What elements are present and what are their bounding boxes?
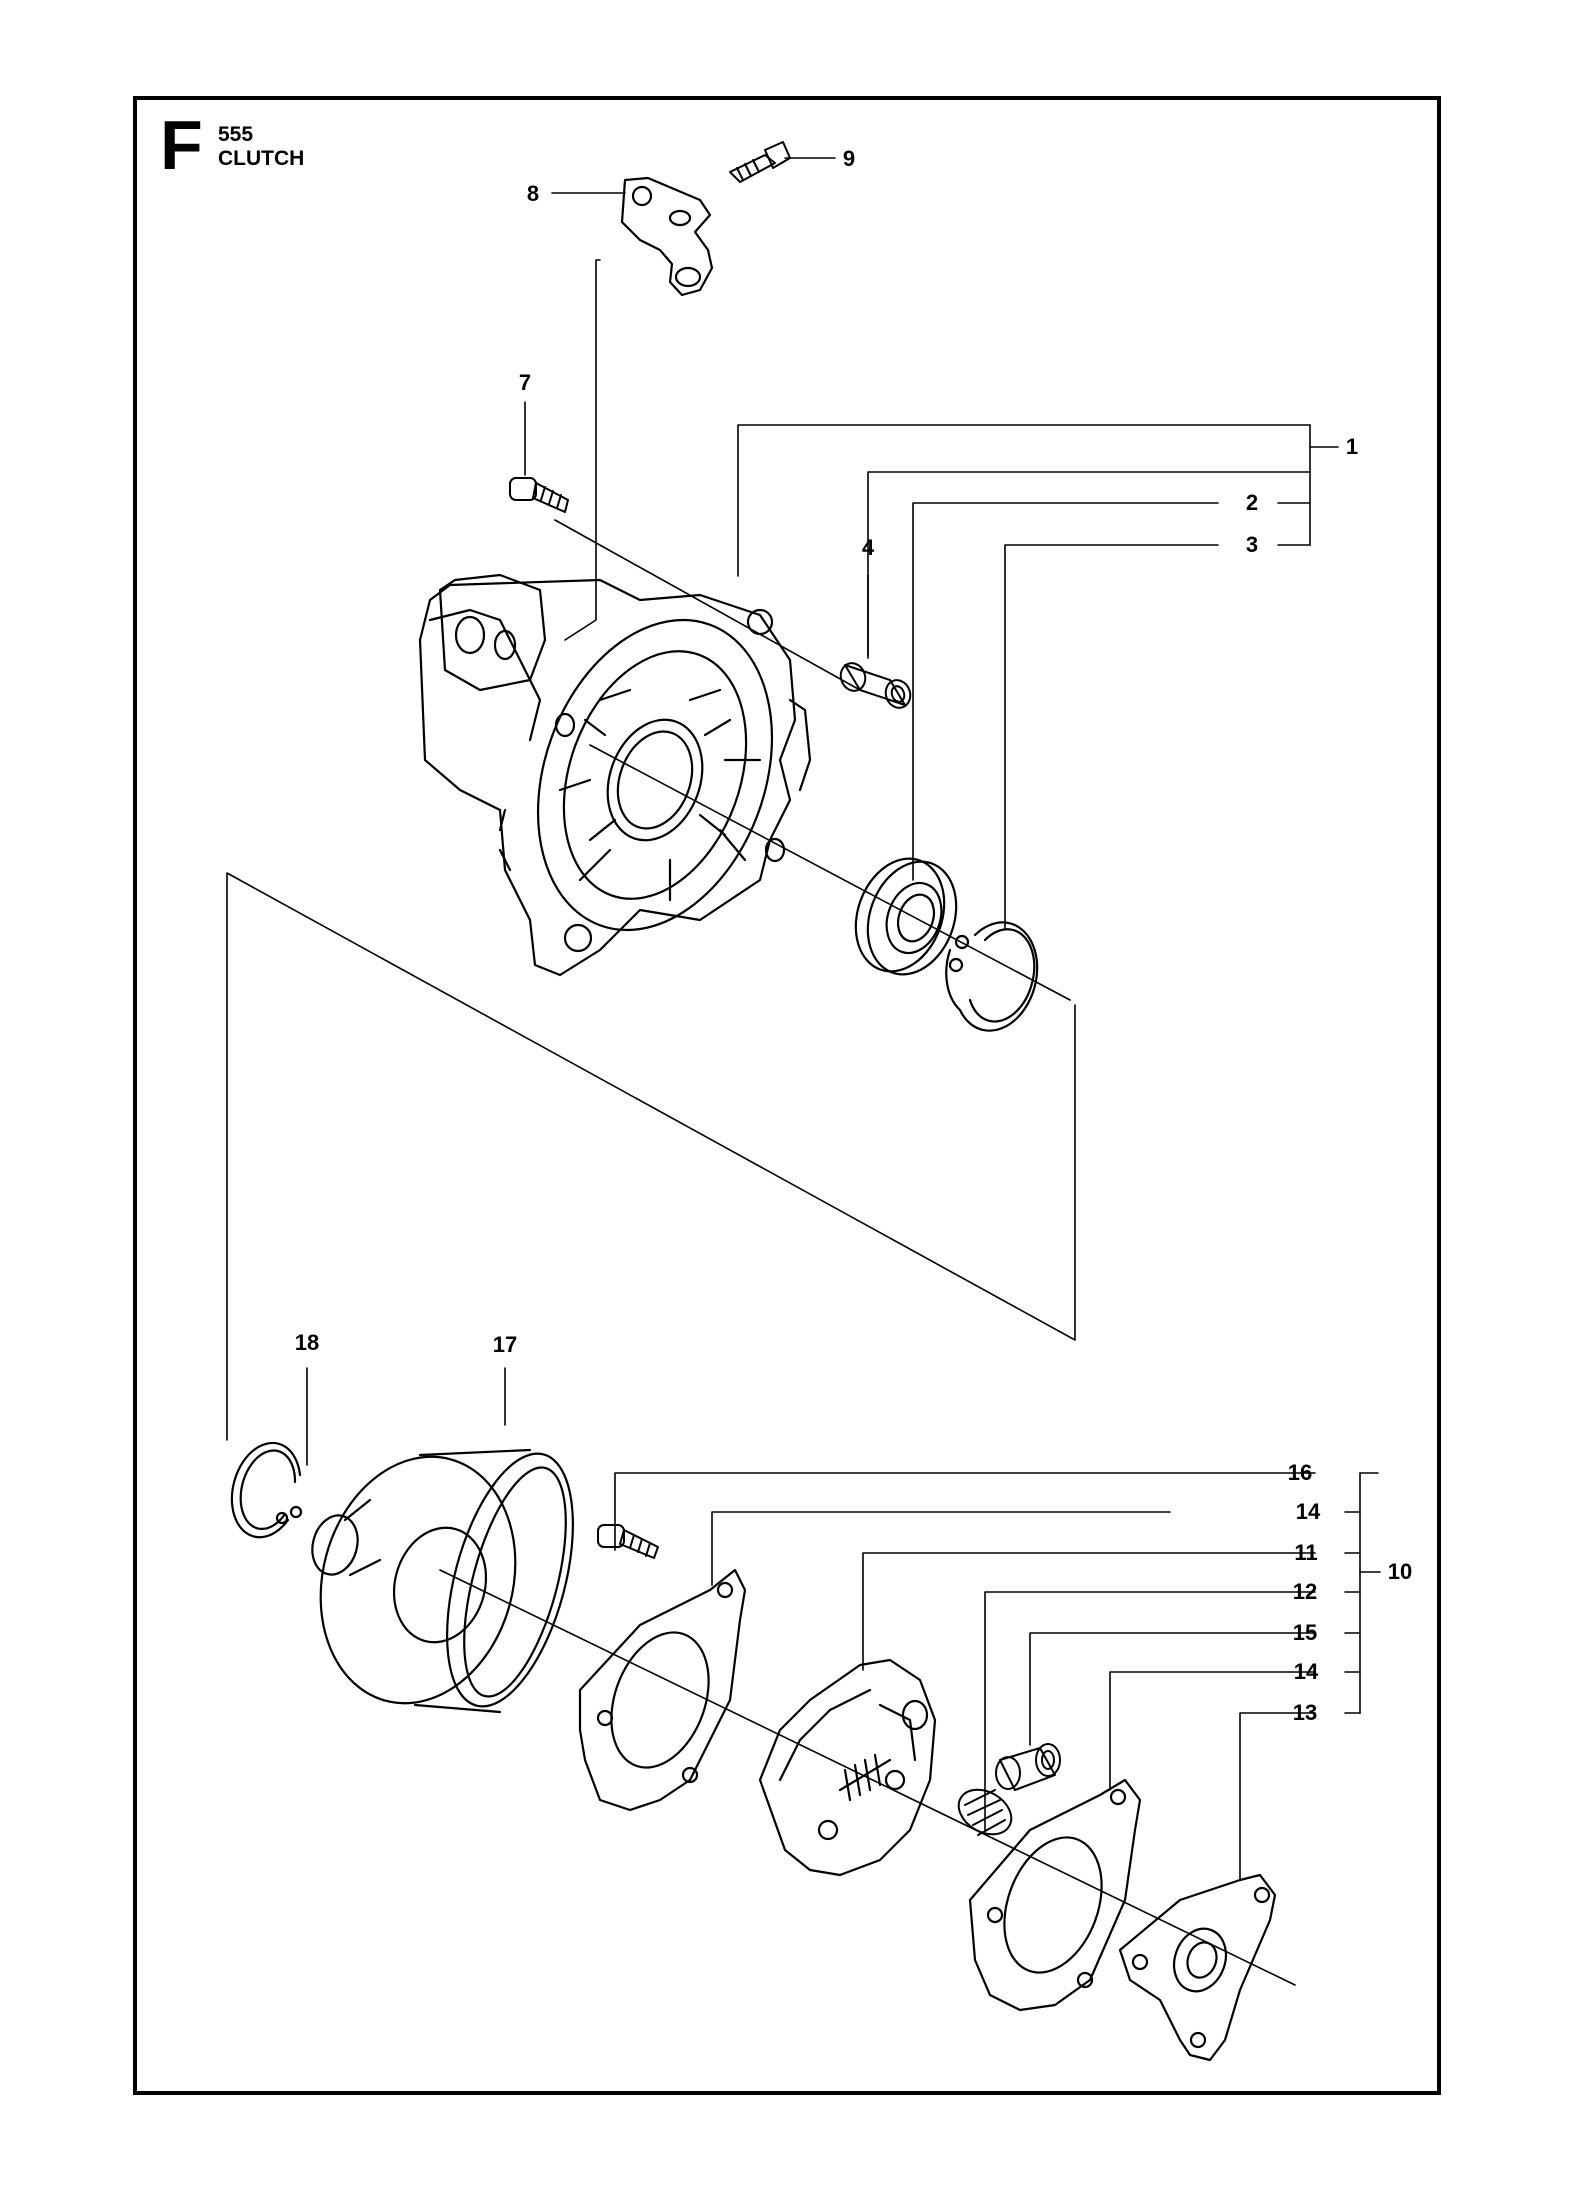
part-circlip-18 [230,1441,303,1539]
part-washer-14b [968,1778,1142,2012]
callout-13: 13 [1292,1700,1318,1725]
part-sleeve-4 [839,662,912,709]
callout-15: 15 [1292,1620,1318,1645]
part-clutch-housing [418,573,812,977]
callout-1: 1 [1345,434,1359,459]
part-clutch-drum [311,1448,574,1714]
diagram-frame [133,96,1441,2095]
callout-10: 10 [1387,1559,1413,1584]
part-screw-16 [597,1524,659,1559]
part-bracket [620,176,714,297]
callout-16: 16 [1287,1460,1313,1485]
part-spring-12 [957,1788,1013,1836]
part-clutch-shoes [758,1658,937,1877]
section-title: CLUTCH [218,147,305,170]
callout-3: 3 [1245,532,1259,557]
callout-2: 2 [1245,490,1259,515]
callout-11: 11 [1294,1540,1318,1565]
part-screw-9 [729,141,791,183]
callout-17: 17 [492,1332,518,1357]
callout-8: 8 [526,181,540,206]
part-screw-7 [509,477,569,513]
callout-14-upper: 14 [1295,1499,1321,1524]
part-washer-14a [578,1568,747,1812]
part-sleeve-15 [995,1743,1061,1791]
callout-18: 18 [294,1330,320,1355]
callout-12: 12 [1292,1579,1318,1604]
section-letter: F [160,106,203,184]
part-clutch-hub [1118,1873,1277,2062]
section-number: 555 [218,123,254,146]
callout-14-lower: 14 [1293,1659,1319,1684]
callout-9: 9 [842,146,856,171]
part-bearing-2 [854,857,958,976]
callout-7: 7 [518,370,532,395]
leader-lines [226,157,1381,1986]
part-circlip-3 [945,921,1039,1032]
callout-4: 4 [861,535,875,560]
